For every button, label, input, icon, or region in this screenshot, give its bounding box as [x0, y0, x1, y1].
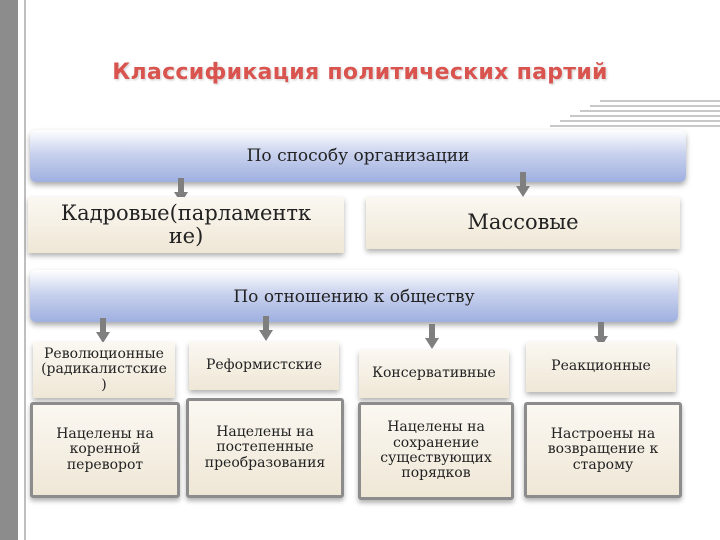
goal-label-revolutionary: Нацелены на коренной переворот	[56, 425, 154, 473]
type-box-reformist: Реформистские	[189, 342, 339, 390]
type-label-reactionary: Реакционные	[551, 358, 651, 375]
goal-box-reactionary: Настроены на возвращение к старому	[524, 402, 682, 498]
arrow-down-icon	[594, 322, 608, 347]
arrow-down-icon	[96, 318, 110, 343]
arrow-down-icon	[259, 316, 273, 341]
bar-by-society: По отношению к обществу	[30, 270, 678, 322]
left-sidebar-decoration	[0, 0, 18, 540]
page-title: Классификация политических партий	[112, 60, 608, 85]
goal-box-revolutionary: Нацелены на коренной переворот	[30, 402, 180, 498]
goal-box-conservative: Нацелены на сохранение существующих поря…	[358, 402, 514, 500]
goal-label-reformist: Нацелены на постепенные преобразования	[204, 423, 326, 471]
type-label-conservative: Консервативные	[372, 365, 496, 382]
type-label-revolutionary: Революционные (радикалистские )	[41, 345, 167, 393]
goal-label-reactionary: Настроены на возвращение к старому	[547, 425, 659, 473]
goal-box-reformist: Нацелены на постепенные преобразования	[186, 398, 344, 498]
type-box-revolutionary: Революционные (радикалистские )	[33, 342, 175, 398]
bar-by-organization-label: По способу организации	[246, 146, 470, 166]
type-label-mass: Массовые	[467, 210, 579, 235]
bar-by-organization: По способу организации	[30, 130, 686, 182]
arrow-down-icon	[425, 324, 439, 349]
type-box-cadre: Кадровые(парламентк ие)	[28, 197, 344, 253]
arrow-down-icon	[516, 172, 530, 197]
bar-by-society-label: По отношению к обществу	[233, 287, 475, 307]
type-box-mass: Массовые	[366, 197, 680, 249]
type-label-cadre: Кадровые(парламентк ие)	[60, 200, 312, 248]
goal-label-conservative: Нацелены на сохранение существующих поря…	[380, 419, 492, 482]
type-label-reformist: Реформистские	[205, 357, 323, 374]
corner-stripes-decoration	[540, 0, 720, 128]
type-box-reactionary: Реакционные	[526, 342, 676, 392]
type-box-conservative: Консервативные	[359, 350, 509, 398]
left-divider-line	[24, 0, 26, 540]
